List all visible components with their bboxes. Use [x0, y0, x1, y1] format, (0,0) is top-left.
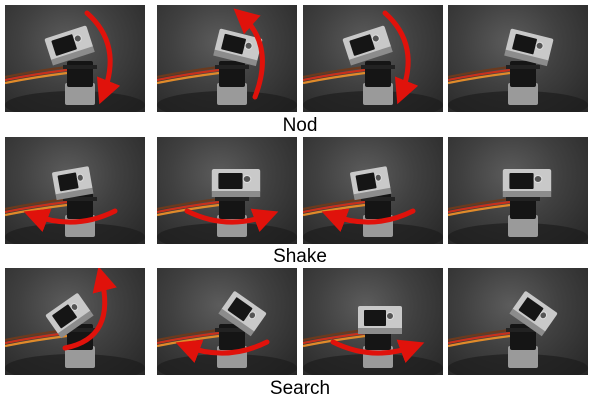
search-frame-2 — [157, 268, 297, 375]
nod-frame-1 — [5, 5, 145, 112]
search-frame-1 — [5, 268, 145, 375]
search-frame-3 — [303, 268, 443, 375]
shake-frame-2 — [157, 137, 297, 244]
nod-frame-3 — [303, 5, 443, 112]
curved-arrow-right-icon — [330, 339, 425, 364]
shake-frame-4 — [448, 137, 588, 244]
shake-frame-3 — [303, 137, 443, 244]
curved-arrow-left-icon — [175, 339, 270, 364]
curved-arrow-up-icon — [62, 268, 117, 351]
search-caption: Search — [269, 378, 331, 399]
curved-arrow-left-icon — [321, 208, 416, 233]
curved-arrow-left-icon — [23, 208, 118, 233]
curved-arrow-right-icon — [184, 208, 279, 233]
nod-caption: Nod — [282, 115, 318, 136]
curved-arrow-up-icon — [233, 8, 265, 100]
curved-arrow-down-icon — [382, 10, 419, 105]
nod-frame-4 — [448, 5, 588, 112]
nod-frame-2 — [157, 5, 297, 112]
curved-arrow-down-icon — [84, 10, 121, 105]
search-frame-4 — [448, 268, 588, 375]
shake-caption: Shake — [273, 246, 327, 267]
shake-frame-1 — [5, 137, 145, 244]
